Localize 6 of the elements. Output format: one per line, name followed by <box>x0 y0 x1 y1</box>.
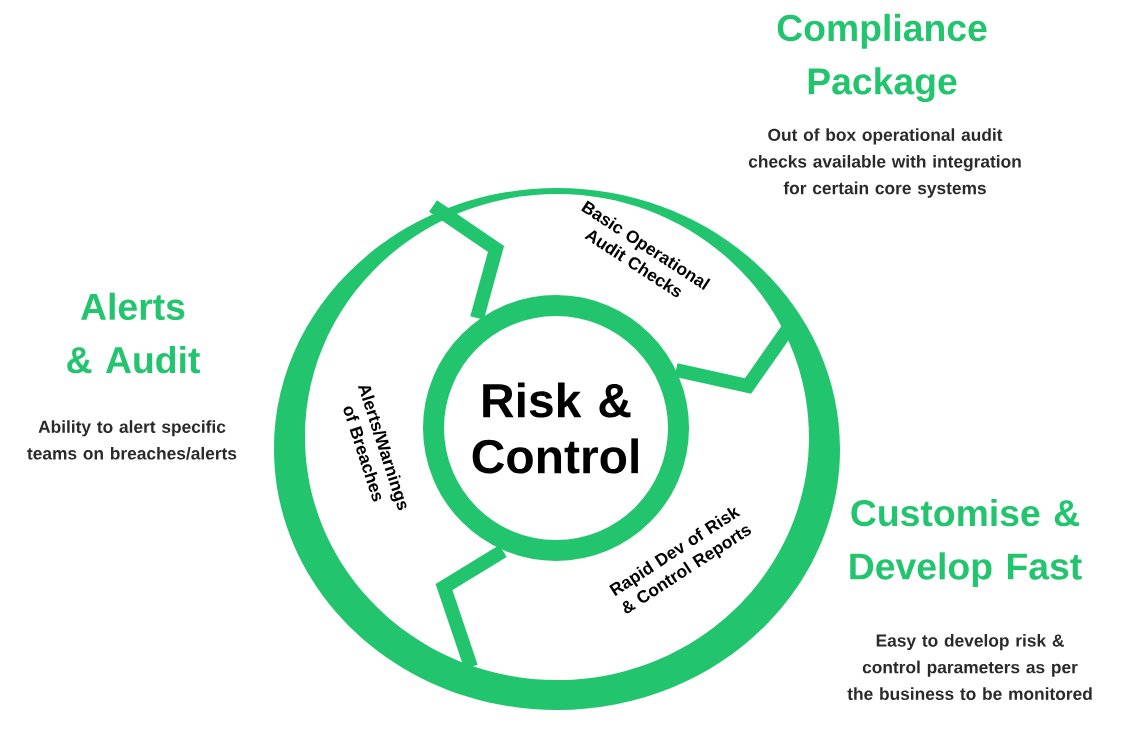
heading: Alerts & Audit <box>67 292 200 374</box>
heading: Customise & Develop Fast <box>850 498 1082 588</box>
description: Easy to develop risk & control parameters as per the business to be monitored <box>847 633 1092 701</box>
description: Ability to alert specific teams on breaches/alerts <box>27 420 237 460</box>
description: Out of box operational audit checks available with integration for certain core systems <box>748 128 1021 198</box>
heading: Compliance Package <box>777 13 987 103</box>
